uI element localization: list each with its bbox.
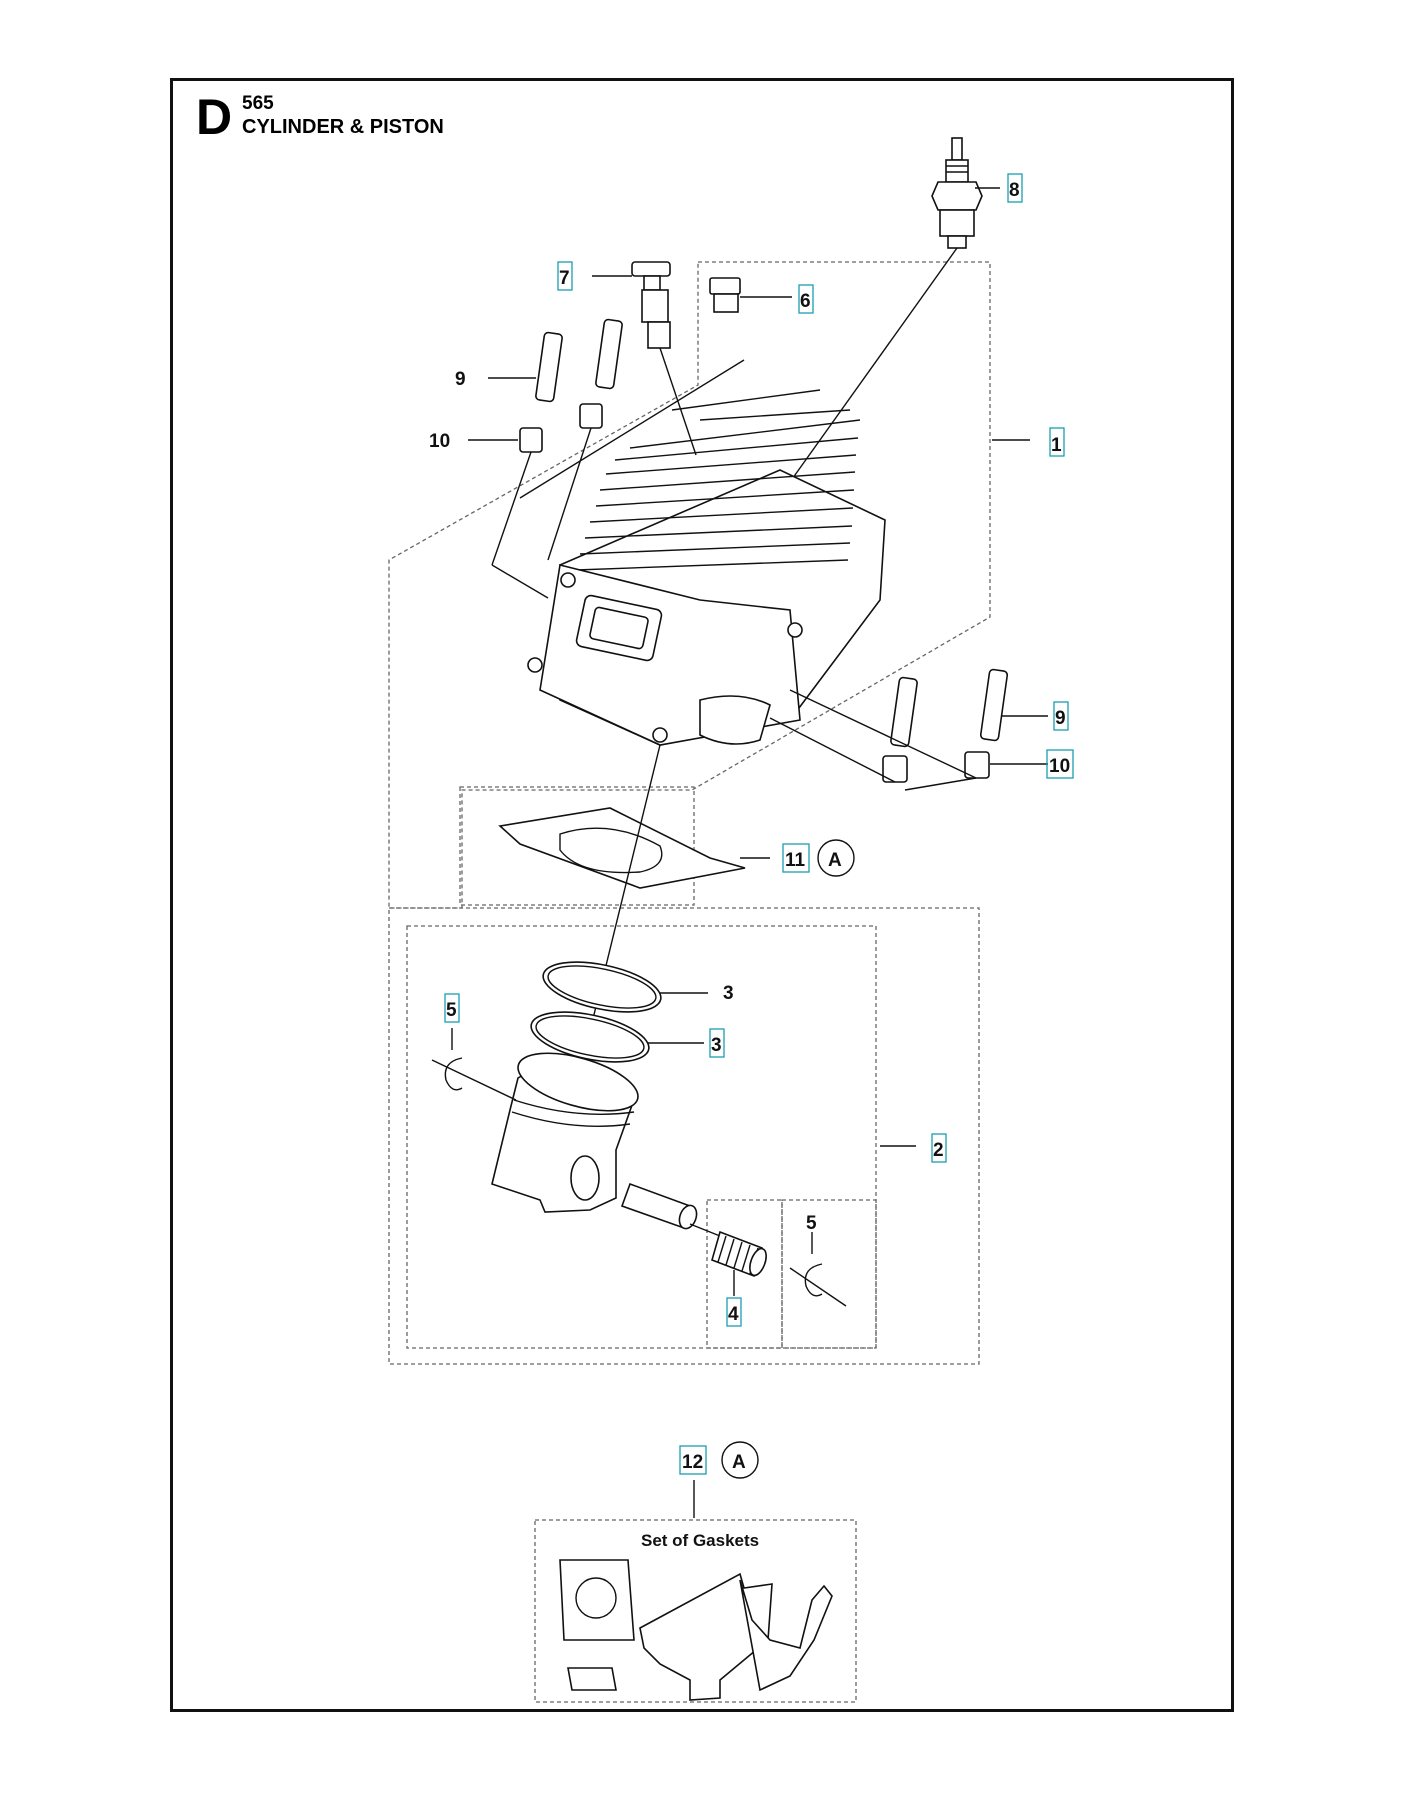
decompression-valve [592,261,697,456]
svg-text:10: 10 [429,431,450,452]
piston-subgroup-boundary [406,925,877,1349]
svg-text:11: 11 [785,850,806,871]
cylinder-kit-boundary [388,261,991,909]
kit-marker-a-gasket: A [817,839,855,877]
svg-text:10: 10 [1049,756,1070,777]
gasket-set-illustration [559,1559,833,1701]
circlips [431,1028,847,1307]
callout-item-8: 8 [1007,173,1023,203]
gasket-boundary [459,786,695,906]
cylinder-block [527,389,886,746]
svg-text:4: 4 [728,1304,739,1325]
callout-item-11: 11 [782,843,810,873]
svg-text:6: 6 [800,291,811,312]
callout-item-2: 2 [931,1133,947,1163]
diagram-frame [170,78,1234,1712]
callout-item-7: 7 [557,261,573,291]
gasket-set-title: Set of Gaskets [641,1531,759,1550]
needle-bearing [711,1230,767,1296]
bearing-subgroup-boundary [706,1199,783,1349]
upper-screws [468,318,623,599]
callout-item-5-left: 5 [444,993,460,1023]
callout-item-3-upper: 3 [723,983,734,1004]
svg-text:3: 3 [723,983,734,1004]
svg-text:1: 1 [1051,435,1062,456]
callout-item-10-upper: 10 [429,431,450,452]
spark-plug [789,137,1000,483]
diagram-title: CYLINDER & PISTON [242,116,444,138]
svg-text:7: 7 [559,268,570,289]
callout-item-9-upper: 9 [455,369,466,390]
svg-text:A: A [732,1452,746,1473]
svg-text:3: 3 [711,1035,722,1056]
cylinder-base-gasket [498,807,770,889]
svg-text:2: 2 [933,1140,944,1161]
callout-item-6: 6 [798,284,814,314]
model-number: 565 [242,93,274,114]
svg-text:A: A [828,850,842,871]
callout-item-10-lower: 10 [1046,749,1074,779]
svg-text:8: 8 [1009,180,1020,201]
svg-text:9: 9 [1055,708,1066,729]
section-letter: D [196,89,233,145]
callout-item-1: 1 [1049,427,1065,457]
kit-marker-a-gasket-set: A [721,1441,759,1479]
piston-kit-boundary [388,907,980,1365]
callout-item-4: 4 [726,1297,742,1327]
svg-text:12: 12 [682,1452,703,1473]
piston [491,1052,639,1213]
plug-fitting [519,277,792,499]
lower-screws [769,668,1048,791]
callout-item-3-lower: 3 [709,1028,725,1058]
piston-pin [620,1182,721,1237]
callout-item-12: 12 [679,1445,707,1475]
svg-text:9: 9 [455,369,466,390]
svg-text:5: 5 [806,1213,817,1234]
svg-text:5: 5 [446,1000,457,1021]
circlip-subgroup-boundary [781,1199,877,1349]
callout-item-5-right: 5 [806,1213,817,1234]
callout-item-9-lower: 9 [1053,701,1069,731]
